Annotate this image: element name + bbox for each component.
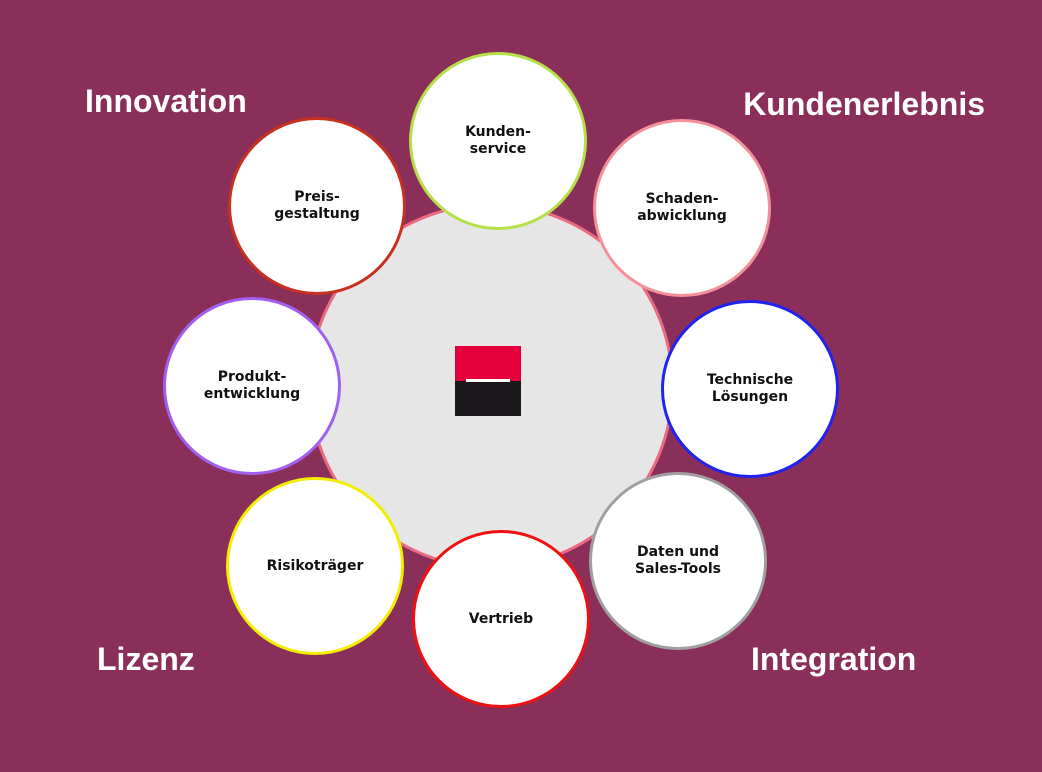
category-integration: Integration <box>751 641 917 677</box>
node-preisgestaltung: Preis- gestaltung <box>228 117 406 295</box>
category-lizenz: Lizenz <box>97 641 195 677</box>
node-produktentwicklung: Produkt- entwicklung <box>163 297 341 475</box>
company-logo <box>455 346 521 416</box>
node-kundenservice: Kunden- service <box>409 52 587 230</box>
node-daten-sales-tools: Daten und Sales-Tools <box>589 472 767 650</box>
category-kundenerlebnis: Kundenerlebnis <box>743 86 985 122</box>
category-innovation: Innovation <box>85 83 247 119</box>
node-technische-loesungen: Technische Lösungen <box>661 300 839 478</box>
node-vertrieb: Vertrieb <box>412 530 590 708</box>
node-schadenabwicklung: Schaden- abwicklung <box>593 119 771 297</box>
node-risikotraeger: Risikoträger <box>226 477 404 655</box>
